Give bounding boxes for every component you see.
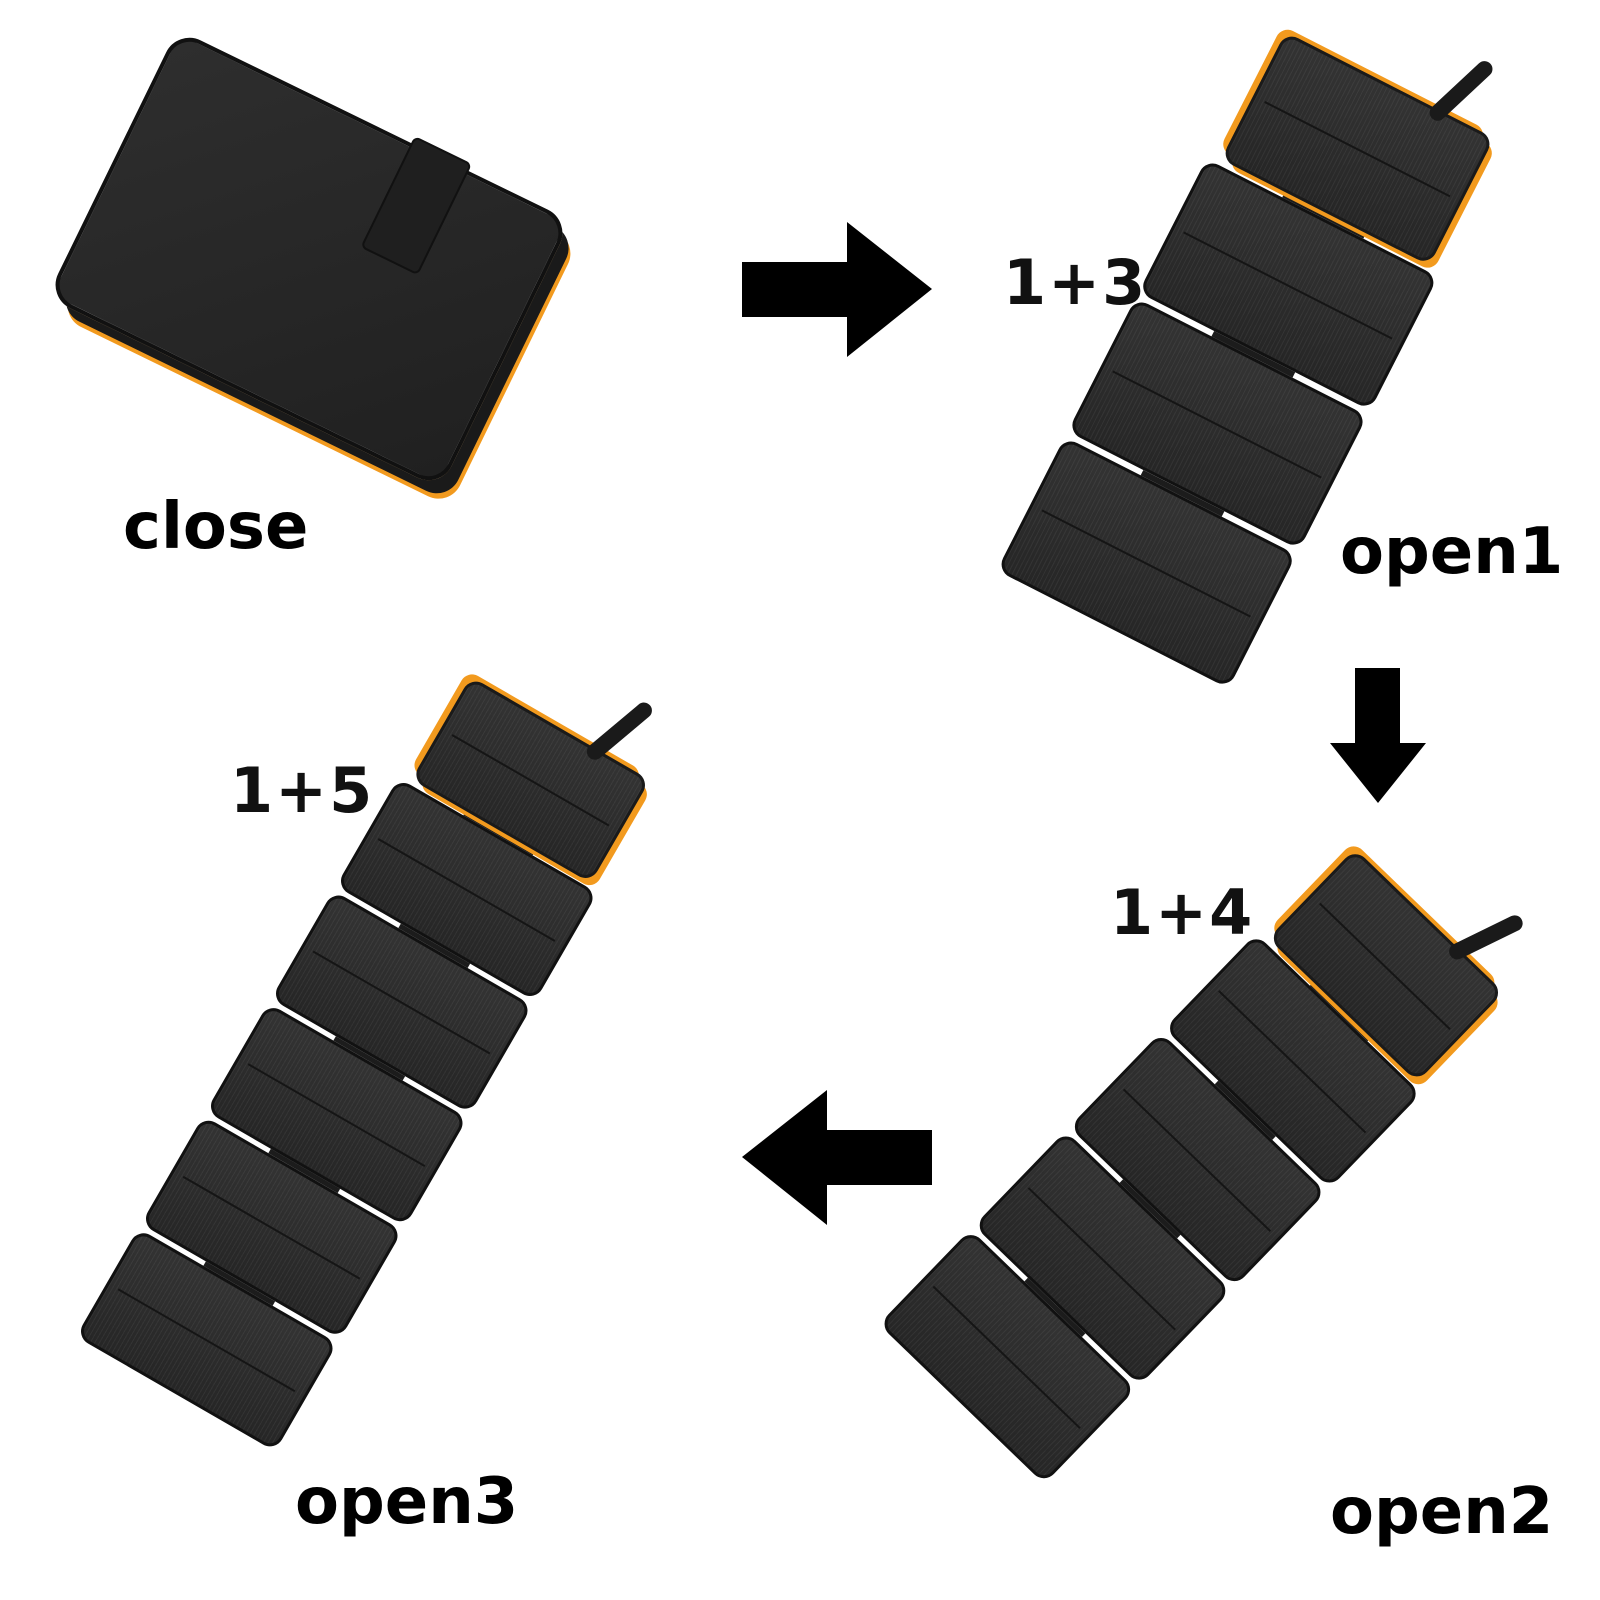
label-open2: open2 xyxy=(1330,1475,1554,1549)
strap xyxy=(583,699,655,763)
label-open1: open1 xyxy=(1340,515,1564,589)
label-close: close xyxy=(123,490,309,564)
arrow-left-icon xyxy=(742,1090,932,1225)
count-open3: 1+5 xyxy=(230,754,375,827)
arrow-down-icon xyxy=(1330,668,1426,803)
count-open1: 1+3 xyxy=(1003,246,1148,319)
strap xyxy=(1446,912,1525,962)
clasp xyxy=(360,135,473,276)
closed-power-bank xyxy=(46,29,572,489)
count-open2: 1+4 xyxy=(1110,876,1255,949)
arrow-right-icon xyxy=(742,222,932,357)
strap xyxy=(1426,57,1496,125)
label-open3: open3 xyxy=(295,1465,519,1539)
